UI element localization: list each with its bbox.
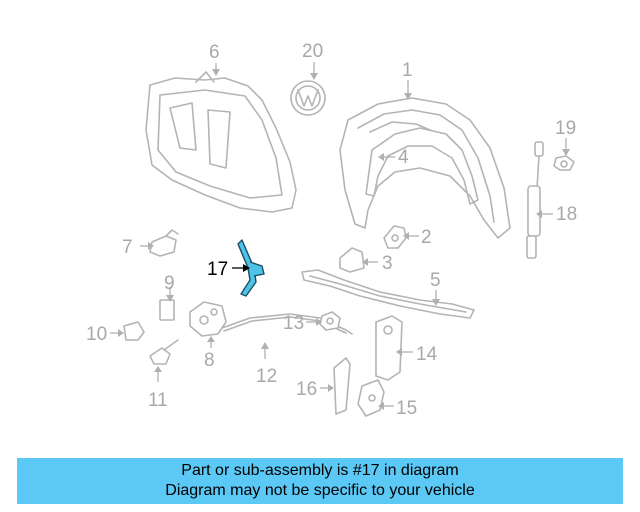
callout-4: 4 bbox=[398, 147, 409, 168]
part-1-hood[interactable] bbox=[339, 97, 511, 239]
callout-5: 5 bbox=[430, 270, 441, 291]
callout-10: 10 bbox=[86, 324, 107, 345]
callout-16: 16 bbox=[296, 379, 317, 400]
banner-line-1: Part or sub-assembly is #17 in diagram bbox=[181, 462, 459, 479]
banner-line-2: Diagram may not be specific to your vehi… bbox=[165, 482, 475, 499]
callout-3: 3 bbox=[382, 253, 393, 274]
part-8-latch[interactable] bbox=[189, 301, 227, 337]
part-19-clip[interactable] bbox=[553, 155, 575, 171]
part-3-pad[interactable] bbox=[339, 247, 365, 273]
callout-15: 15 bbox=[396, 398, 417, 419]
callout-2: 2 bbox=[421, 227, 432, 248]
callout-8: 8 bbox=[204, 350, 215, 371]
part-4-seal[interactable] bbox=[365, 127, 479, 205]
callout-1: 1 bbox=[402, 60, 413, 81]
callout-12: 12 bbox=[256, 366, 277, 387]
part-9-bracket[interactable] bbox=[159, 299, 175, 321]
part-16-cover[interactable] bbox=[333, 357, 351, 415]
callout-9: 9 bbox=[164, 273, 175, 294]
callout-14: 14 bbox=[416, 344, 438, 365]
callout-7: 7 bbox=[122, 237, 133, 258]
part-7-grommet[interactable] bbox=[149, 229, 179, 257]
callout-11: 11 bbox=[148, 390, 168, 411]
part-11-pin[interactable] bbox=[149, 339, 179, 365]
part-18-gas-strut[interactable] bbox=[526, 141, 544, 259]
part-20-emblem[interactable] bbox=[290, 80, 326, 116]
part-6-hood-insulator[interactable] bbox=[145, 71, 297, 213]
callout-20: 20 bbox=[302, 41, 323, 62]
parts-diagram: 6 20 1 4 19 18 2 bbox=[86, 41, 577, 419]
part-15-lock[interactable] bbox=[357, 379, 385, 417]
part-14-handle[interactable] bbox=[375, 315, 403, 381]
info-banner: Part or sub-assembly is #17 in diagram D… bbox=[17, 458, 623, 504]
part-5-seal-strip[interactable] bbox=[301, 269, 475, 319]
part-10-small-bracket[interactable] bbox=[123, 321, 145, 341]
callout-6: 6 bbox=[209, 42, 220, 63]
callout-17: 17 bbox=[207, 259, 228, 280]
callout-18: 18 bbox=[556, 204, 577, 225]
callout-19: 19 bbox=[555, 118, 576, 139]
part-17-highlighted[interactable] bbox=[237, 239, 265, 297]
callout-13: 13 bbox=[283, 313, 304, 334]
part-2-bump-stop[interactable] bbox=[383, 225, 407, 249]
part-13-grommet-clip[interactable] bbox=[319, 311, 341, 331]
